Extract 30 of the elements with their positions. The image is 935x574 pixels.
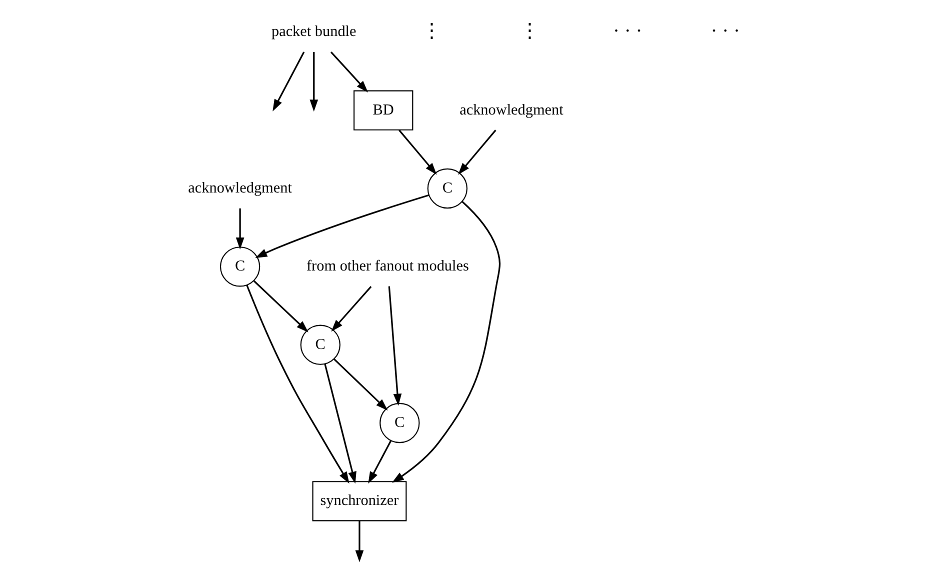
label: ⋮ — [520, 20, 540, 42]
node-box: synchronizer — [312, 481, 407, 522]
arrow — [334, 358, 388, 411]
arrow — [246, 284, 350, 484]
arrow — [236, 208, 244, 250]
node-circle: C — [380, 402, 420, 444]
label: · · · — [710, 20, 740, 42]
node-text: packet bundle — [271, 23, 356, 40]
arrow — [310, 52, 318, 112]
node-circle: C — [427, 168, 468, 209]
arrow — [324, 364, 356, 484]
arrow — [330, 52, 368, 93]
node-text: from other fanout modules — [306, 258, 469, 275]
node-box: BD — [354, 90, 414, 130]
arrow — [458, 130, 496, 175]
arrow — [272, 52, 305, 112]
arrow — [253, 280, 308, 332]
node-circle: C — [220, 246, 260, 287]
node-circle: C — [300, 324, 340, 365]
arrow — [398, 130, 437, 175]
label: · · · — [612, 20, 642, 42]
arrow — [368, 440, 392, 484]
arrow — [355, 520, 364, 562]
node-text: acknowledgment — [188, 180, 292, 197]
label: ⋮ — [422, 20, 442, 42]
arrow — [255, 194, 430, 258]
arrow — [388, 286, 402, 406]
arrow — [331, 286, 372, 332]
arrow — [392, 200, 501, 483]
node-text: acknowledgment — [460, 101, 564, 118]
